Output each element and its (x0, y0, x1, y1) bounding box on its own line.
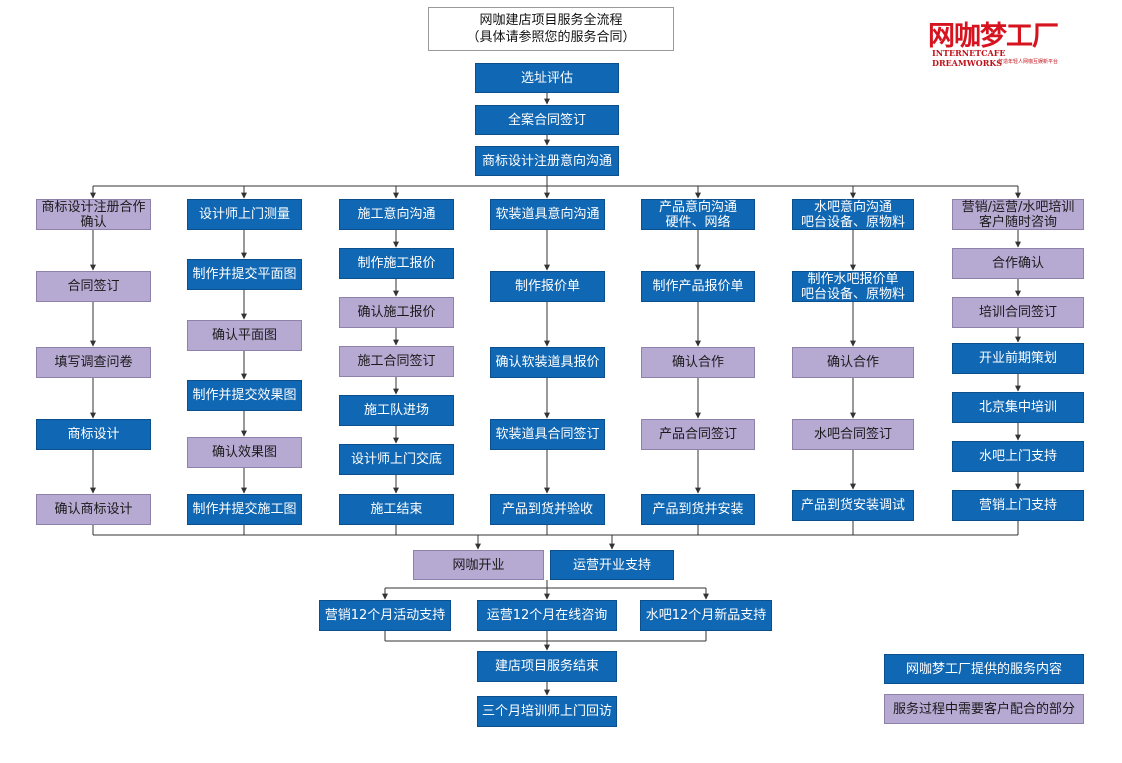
col1-step-2: 合同签订 (36, 271, 151, 302)
step-full-contract: 全案合同签订 (475, 105, 619, 135)
col7-step-5: 北京集中培训 (952, 392, 1084, 423)
logo-tagline: 打造年轻人网咖互娱新平台 (998, 59, 1059, 65)
col5-step-1: 产品意向沟通 硬件、网络 (641, 199, 755, 230)
col4-step-1: 软装道具意向沟通 (490, 199, 605, 230)
legend-service: 网咖梦工厂提供的服务内容 (884, 654, 1084, 684)
step-cafe-opening: 网咖开业 (413, 550, 544, 580)
col2-step-5: 确认效果图 (187, 437, 302, 468)
logo-subtitle: INTERNETCAFE DREAMWORKS (932, 48, 1006, 68)
col6-step-4: 水吧合同签订 (792, 419, 914, 450)
col7-step-3: 培训合同签订 (952, 297, 1084, 328)
col2-step-6: 制作并提交施工图 (187, 494, 302, 525)
col7-step-2: 合作确认 (952, 248, 1084, 279)
col1-step-3: 填写调查问卷 (36, 347, 151, 378)
col3-step-5: 施工队进场 (339, 395, 454, 426)
flow-title: 网咖建店项目服务全流程 （具体请参照您的服务合同） (428, 7, 674, 51)
col3-step-3: 确认施工报价 (339, 297, 454, 328)
col1-step-5: 确认商标设计 (36, 494, 151, 525)
step-trademark-intent: 商标设计注册意向沟通 (475, 146, 619, 176)
col2-step-2: 制作并提交平面图 (187, 259, 302, 290)
col4-step-2: 制作报价单 (490, 271, 605, 302)
brand-logo: 网咖梦工厂 INTERNETCAFE DREAMWORKS 打造年轻人网咖互娱新… (928, 14, 1078, 68)
col5-step-3: 确认合作 (641, 347, 755, 378)
col6-step-2: 制作水吧报价单 吧台设备、原物料 (792, 271, 914, 302)
col3-step-1: 施工意向沟通 (339, 199, 454, 230)
col4-step-5: 产品到货并验收 (490, 494, 605, 525)
col6-step-3: 确认合作 (792, 347, 914, 378)
legend-customer: 服务过程中需要客户配合的部分 (884, 694, 1084, 724)
support-water-bar: 水吧12个月新品支持 (640, 600, 772, 631)
step-opening-support: 运营开业支持 (550, 550, 674, 580)
col7-step-1: 营销/运营/水吧培训 客户随时咨询 (952, 199, 1084, 230)
step-followup-visit: 三个月培训师上门回访 (477, 696, 617, 727)
col5-step-2: 制作产品报价单 (641, 271, 755, 302)
col5-step-4: 产品合同签订 (641, 419, 755, 450)
col1-step-4: 商标设计 (36, 419, 151, 450)
col3-step-7: 施工结束 (339, 494, 454, 525)
col4-step-3: 确认软装道具报价 (490, 347, 605, 378)
col2-step-4: 制作并提交效果图 (187, 380, 302, 411)
support-operations: 运营12个月在线咨询 (477, 600, 617, 631)
support-marketing: 营销12个月活动支持 (319, 600, 451, 631)
step-service-end: 建店项目服务结束 (477, 651, 617, 682)
col7-step-6: 水吧上门支持 (952, 441, 1084, 472)
col3-step-4: 施工合同签订 (339, 346, 454, 377)
col5-step-5: 产品到货并安装 (641, 494, 755, 525)
col2-step-3: 确认平面图 (187, 320, 302, 351)
col2-step-1: 设计师上门测量 (187, 199, 302, 230)
col6-step-5: 产品到货安装调试 (792, 490, 914, 521)
step-site-evaluation: 选址评估 (475, 63, 619, 93)
col7-step-7: 营销上门支持 (952, 490, 1084, 521)
col6-step-1: 水吧意向沟通 吧台设备、原物料 (792, 199, 914, 230)
col3-step-2: 制作施工报价 (339, 248, 454, 279)
logo-wordmark: 网咖梦工厂 (928, 21, 1059, 52)
col4-step-4: 软装道具合同签订 (490, 419, 605, 450)
col1-step-1: 商标设计注册合作 确认 (36, 199, 151, 230)
col3-step-6: 设计师上门交底 (339, 444, 454, 475)
col7-step-4: 开业前期策划 (952, 343, 1084, 374)
